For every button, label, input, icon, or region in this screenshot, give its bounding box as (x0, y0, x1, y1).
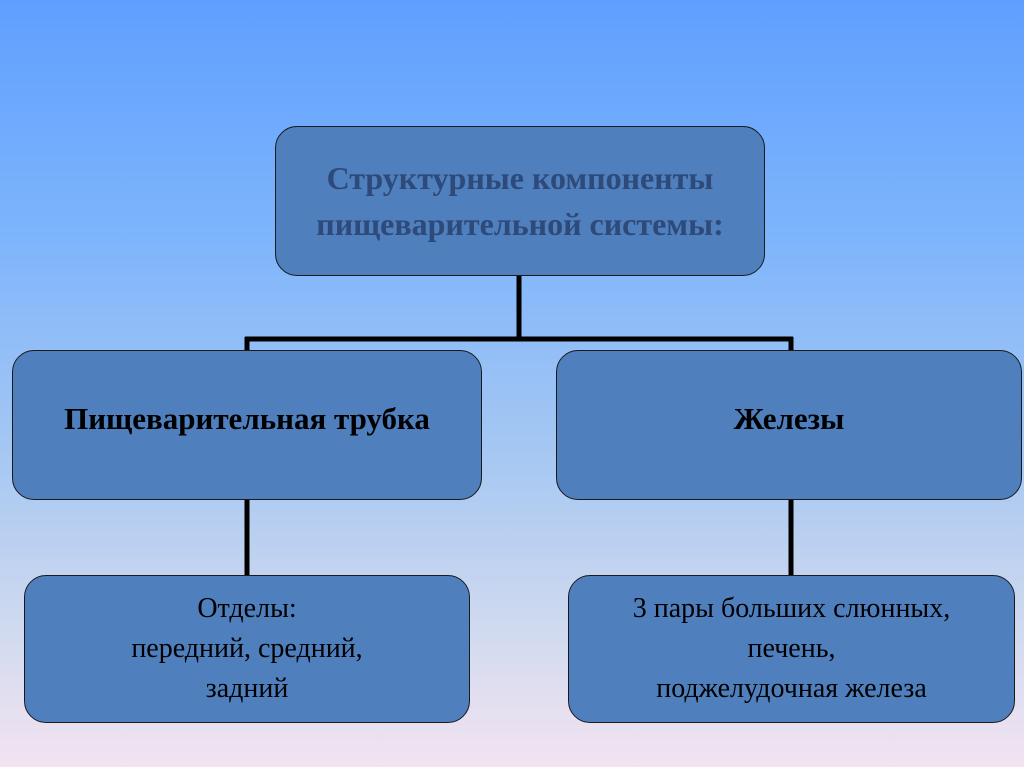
tube-sections-line-1: Отделы: (197, 593, 297, 624)
root-node: Структурные компоненты пищеварительной с… (275, 126, 765, 276)
tube-sections-line-2: передний, средний, (131, 633, 363, 664)
gland-list-line-1: 3 пары больших слюнных, (632, 593, 951, 624)
root-node-text: Структурные компоненты пищеварительной с… (316, 155, 723, 247)
root-line-2: пищеварительной системы: (316, 206, 724, 242)
node-glands: Железы (556, 350, 1022, 500)
node-digestive-tube: Пищеварительная трубка (12, 350, 482, 500)
root-line-1: Структурные компоненты (326, 160, 714, 196)
tube-sections-line-3: задний (205, 673, 289, 704)
node-gland-list-text: 3 пары больших слюнных, печень, поджелуд… (633, 589, 951, 709)
node-tube-sections: Отделы: передний, средний, задний (24, 575, 470, 723)
gland-list-line-3: поджелудочная железа (656, 673, 927, 704)
node-tube-sections-text: Отделы: передний, средний, задний (131, 589, 362, 709)
node-gland-list: 3 пары больших слюнных, печень, поджелуд… (568, 575, 1015, 723)
node-glands-label: Железы (733, 401, 845, 436)
gland-list-line-2: печень, (747, 633, 836, 664)
node-digestive-tube-label: Пищеварительная трубка (64, 401, 430, 436)
